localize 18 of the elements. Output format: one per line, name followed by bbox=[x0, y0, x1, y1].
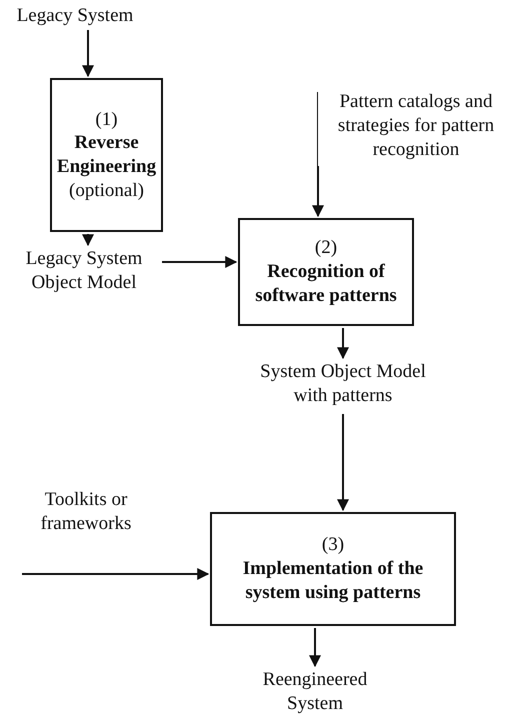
arrow bbox=[162, 256, 238, 268]
arrow bbox=[22, 568, 210, 580]
step-note: (2) bbox=[314, 236, 338, 260]
arrow bbox=[82, 234, 94, 246]
arrow bbox=[312, 92, 324, 218]
arrow bbox=[337, 328, 349, 360]
process-box bbox=[210, 512, 456, 626]
step-note: (optional) bbox=[69, 178, 144, 202]
step-title: Reverse Engineering bbox=[56, 131, 156, 179]
arrow bbox=[82, 30, 94, 78]
step-note: (1) bbox=[95, 108, 118, 132]
process-box bbox=[238, 218, 414, 326]
process-box bbox=[50, 78, 163, 232]
step-title: Recognition of software patterns bbox=[254, 260, 398, 308]
step-title: Implementation of the system using patterns bbox=[242, 557, 424, 605]
arrow bbox=[337, 414, 349, 512]
arrow bbox=[309, 628, 321, 668]
step-note: (3) bbox=[322, 533, 344, 558]
